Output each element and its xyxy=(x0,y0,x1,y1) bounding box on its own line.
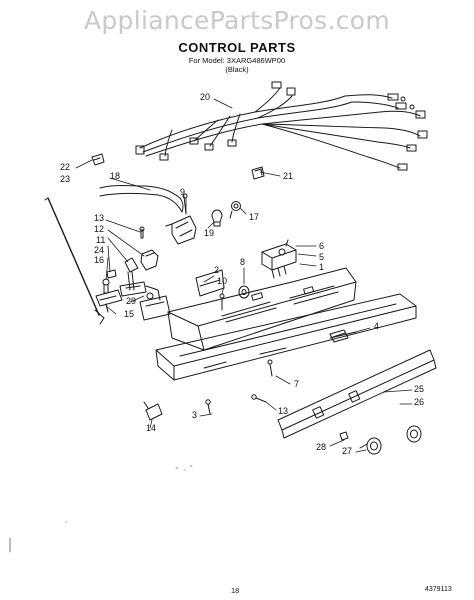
callout-28: 28 xyxy=(316,442,327,452)
callout-7: 7 xyxy=(294,379,300,389)
callout-9: 9 xyxy=(180,187,186,197)
part-25-control-panel xyxy=(278,350,436,438)
part-9-thermostat xyxy=(166,194,196,244)
callout-2: 2 xyxy=(214,265,220,275)
part-28-indicator xyxy=(340,432,348,440)
callout-13-lower: 13 xyxy=(278,406,289,416)
part-17-lamp-socket xyxy=(230,202,241,219)
callout-6: 6 xyxy=(319,241,325,251)
part-13-screw-upper xyxy=(140,227,144,238)
diagram-title: CONTROL PARTS xyxy=(178,40,296,55)
document-number: 4379113 xyxy=(425,586,452,593)
callout-14: 14 xyxy=(146,423,157,433)
callout-1: 1 xyxy=(319,262,325,272)
color-line: (Black) xyxy=(225,65,249,74)
part-26-knob xyxy=(407,426,421,442)
page-number: 18 xyxy=(231,586,240,595)
callout-8: 8 xyxy=(240,257,246,267)
part-13-screw-lower xyxy=(252,395,266,402)
part-1-control-housing xyxy=(168,268,356,350)
callout-26: 26 xyxy=(414,397,425,407)
part-16-spacer xyxy=(103,279,109,293)
part-8-grommet xyxy=(239,286,249,298)
callout-15: 15 xyxy=(124,309,135,319)
callout-13-upper: 13 xyxy=(94,213,105,223)
scan-specks xyxy=(10,466,192,552)
callout-22: 22 xyxy=(60,162,71,172)
callout-27: 27 xyxy=(342,446,353,456)
callout-20: 20 xyxy=(200,92,211,102)
part-12-knob xyxy=(141,250,158,270)
part-27-knob xyxy=(360,438,381,454)
control-housing-tray xyxy=(156,294,416,380)
watermark: AppliancePartsPros.com xyxy=(83,6,391,35)
callout-12: 12 xyxy=(94,224,105,234)
callout-18: 18 xyxy=(110,171,121,181)
part-6-defrost-timer xyxy=(262,240,296,270)
part-24-clip xyxy=(107,270,116,278)
model-line: For Model: 3XARG486WP00 xyxy=(188,56,286,65)
part-29-damper-control xyxy=(120,282,160,300)
part-18-capillary-tube xyxy=(100,186,183,213)
part-15-bracket xyxy=(96,290,122,312)
part-23-rod xyxy=(45,198,104,324)
callout-19: 19 xyxy=(204,228,215,238)
part-10-screw xyxy=(220,294,224,310)
callout-11: 11 xyxy=(96,235,106,245)
leader-lines xyxy=(76,99,412,452)
part-21-clip xyxy=(252,167,264,179)
callout-29: 29 xyxy=(126,296,137,306)
callout-23: 23 xyxy=(60,174,71,184)
part-5-connector xyxy=(272,266,286,278)
part-29-housing-left xyxy=(140,296,170,320)
callout-4: 4 xyxy=(374,321,380,331)
callout-16: 16 xyxy=(94,255,105,265)
part-2-bracket xyxy=(196,270,224,296)
callout-10: 10 xyxy=(217,276,228,286)
part-19-bulb xyxy=(212,210,222,226)
part-22-bracket xyxy=(92,154,104,165)
callout-5: 5 xyxy=(319,252,325,262)
callout-21: 21 xyxy=(283,171,294,181)
part-7-screw xyxy=(268,360,272,376)
callout-25: 25 xyxy=(414,384,425,394)
part-20-wire-harness xyxy=(136,82,427,170)
callout-3: 3 xyxy=(192,410,198,420)
part-3-screw xyxy=(206,400,210,414)
part-14-bracket xyxy=(144,402,162,420)
callout-17: 17 xyxy=(249,212,260,222)
callout-24: 24 xyxy=(94,245,105,255)
